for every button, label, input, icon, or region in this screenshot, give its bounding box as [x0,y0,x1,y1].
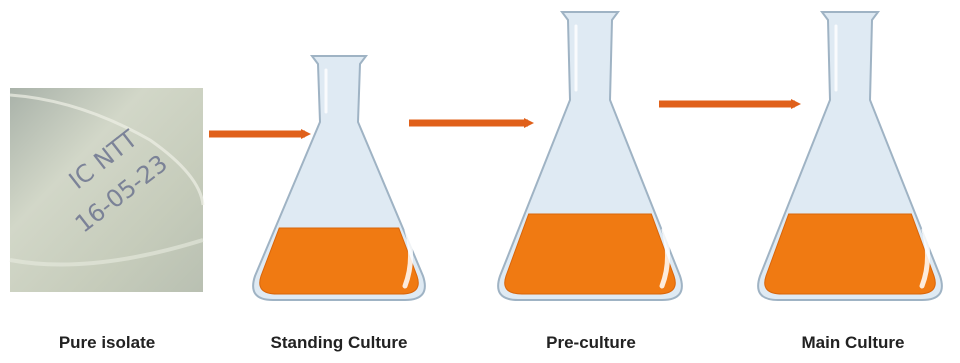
stage-label-standing-culture: Standing Culture [270,333,408,352]
flask-main-culture [757,11,943,301]
stage-label-main-culture: Main Culture [801,333,905,352]
flask-pre-culture [497,11,683,301]
flask-standing-culture [252,55,426,301]
stage-label-pure-isolate: Pure isolate [58,333,156,352]
stage-label-pre-culture: Pre-culture [546,333,636,352]
petri-dish-image: IC NTT 16-05-23 [9,88,205,292]
